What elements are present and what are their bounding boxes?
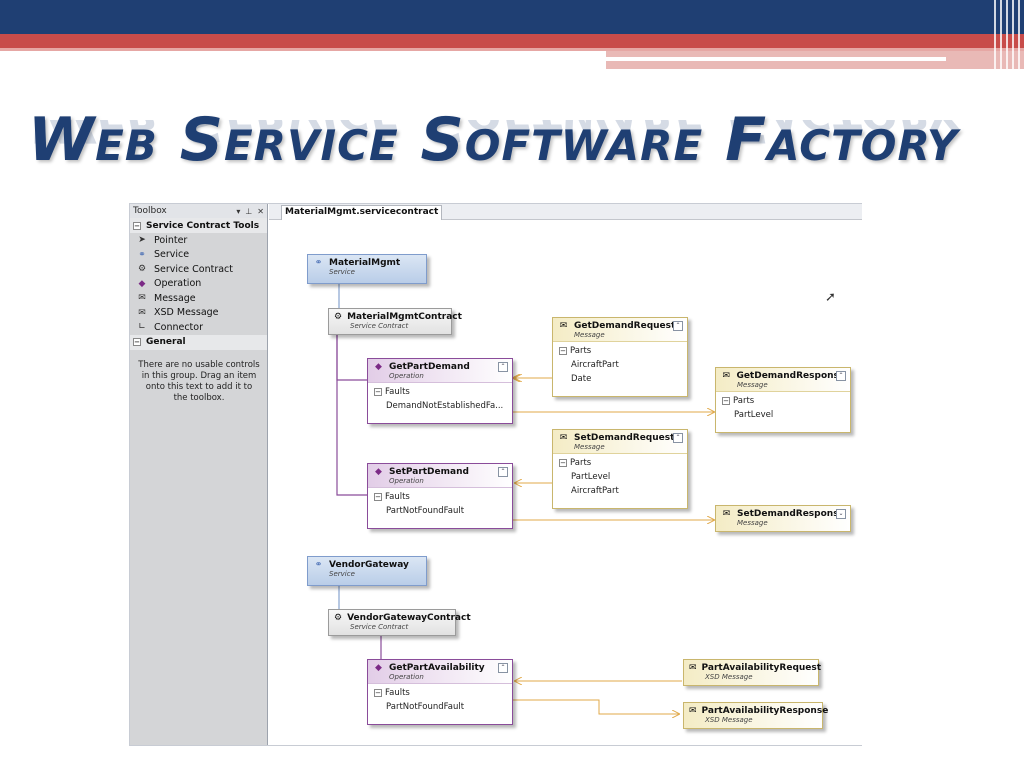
collapse-icon[interactable]: ⌃ — [498, 663, 508, 673]
message-icon: ✉ — [559, 321, 568, 331]
toolbox-section-general[interactable]: − General — [130, 334, 267, 350]
message-shape-setdemandresponse[interactable]: ✉SetDemandResponse Message ⌄ — [715, 505, 851, 532]
group-toggle-icon[interactable]: − — [559, 459, 567, 467]
connector-icon: ∟ — [138, 322, 146, 333]
toolbox-header: Toolbox ▾ ⊥ ✕ — [130, 204, 267, 218]
operation-icon: ◆ — [138, 278, 146, 289]
service-icon: ⚭ — [314, 560, 323, 570]
operation-icon: ◆ — [375, 467, 382, 477]
service-shape-materialmgmt[interactable]: ⚭MaterialMgmt Service — [307, 254, 427, 284]
part-item[interactable]: Date — [571, 374, 592, 384]
group-toggle-icon[interactable]: − — [374, 388, 382, 396]
toolbox-item-service-contract[interactable]: ⚙Service Contract — [137, 263, 233, 275]
operation-icon: ◆ — [375, 663, 382, 673]
toolbox-item-connector[interactable]: ∟Connector — [130, 320, 267, 335]
collapse-icon[interactable]: ⌃ — [498, 467, 508, 477]
message-icon: ✉ — [722, 371, 730, 381]
service-shape-vendorgateway[interactable]: ⚭VendorGateway Service — [307, 556, 427, 586]
toolbox-panel: Toolbox ▾ ⊥ ✕ − Service Contract Tools ➤… — [130, 204, 268, 745]
header-band-blue — [0, 0, 1024, 34]
toolbox-item-operation[interactable]: ◆Operation — [130, 277, 267, 292]
contract-shape-vendorgatewaycontract[interactable]: ⚙VendorGatewayContract Service Contract — [328, 609, 471, 636]
message-icon: ✉ — [722, 509, 731, 519]
part-item[interactable]: AircraftPart — [571, 360, 619, 370]
message-shape-getdemandresponse[interactable]: ✉GetDemandResponse Message ⌃ −Parts Part… — [715, 367, 851, 433]
fault-item[interactable]: DemandNotEstablishedFa... — [386, 401, 504, 411]
pin-icon[interactable]: ⊥ — [245, 206, 253, 216]
part-item[interactable]: PartLevel — [571, 472, 611, 482]
toolbox-item-message[interactable]: ✉Message — [130, 291, 267, 306]
fault-item[interactable]: PartNotFoundFault — [386, 506, 465, 516]
toolbox-item-pointer[interactable]: ➤Pointer — [130, 233, 267, 248]
dropdown-icon[interactable]: ▾ — [236, 206, 241, 216]
collapse-icon[interactable]: − — [133, 338, 141, 346]
operation-shape-setpartdemand[interactable]: ◆SetPartDemand Operation ⌃ −Faults PartN… — [367, 463, 513, 529]
message-icon: ✉ — [559, 433, 568, 443]
message-shape-getdemandrequest[interactable]: ✉GetDemandRequest Message ⌃ −Parts Aircr… — [552, 317, 688, 397]
toolbox-item-service[interactable]: ⚭Service — [130, 248, 267, 263]
contract-icon: ⚙ — [334, 312, 343, 322]
designer-screenshot: Toolbox ▾ ⊥ ✕ − Service Contract Tools ➤… — [129, 203, 862, 746]
slide-title: Web Service Software Factory — [28, 105, 959, 175]
header-band-accent-line — [606, 57, 946, 61]
group-toggle-icon[interactable]: − — [374, 689, 382, 697]
header-band-red — [0, 34, 1024, 48]
part-item[interactable]: AircraftPart — [571, 486, 619, 496]
xsd-message-shape-partavailabilityresponse[interactable]: ✉PartAvailabilityResponse XSD Message — [683, 702, 828, 729]
message-shape-setdemandrequest[interactable]: ✉SetDemandRequest Message ⌃ −Parts PartL… — [552, 429, 688, 509]
header-band-red-light — [0, 48, 1024, 51]
xsd-message-icon: ✉ — [138, 307, 146, 318]
pointer-icon: ➤ — [138, 235, 146, 246]
close-icon[interactable]: ✕ — [257, 206, 264, 216]
xsd-message-icon: ✉ — [689, 706, 697, 716]
xsd-message-icon: ✉ — [689, 663, 697, 673]
slide-title-reflection: Web Service Software Factory — [28, 120, 959, 155]
toolbox-section-service-contract-tools[interactable]: − Service Contract Tools — [130, 218, 267, 233]
service-icon: ⚭ — [314, 258, 323, 268]
collapse-icon[interactable]: ⌃ — [673, 321, 683, 331]
expand-icon[interactable]: ⌄ — [836, 509, 846, 519]
collapse-icon[interactable]: ⌃ — [836, 371, 846, 381]
group-toggle-icon[interactable]: − — [722, 397, 730, 405]
operation-shape-getpartavailability[interactable]: ◆GetPartAvailability Operation ⌃ −Faults… — [367, 659, 513, 725]
group-toggle-icon[interactable]: − — [559, 347, 567, 355]
contract-shape-materialmgmtcontract[interactable]: ⚙MaterialMgmtContract Service Contract — [328, 308, 462, 335]
designer-canvas[interactable]: ⚭MaterialMgmt Service ⚙MaterialMgmtContr… — [269, 220, 862, 745]
operation-icon: ◆ — [375, 362, 382, 372]
tab-materialmgmt-servicecontract[interactable]: MaterialMgmt.servicecontract — [281, 205, 443, 220]
collapse-icon[interactable]: ⌃ — [673, 433, 683, 443]
header-band-lines — [990, 0, 1024, 70]
contract-icon: ⚙ — [137, 264, 147, 275]
service-icon: ⚭ — [138, 249, 146, 260]
toolbox-item-xsd-message[interactable]: ✉XSD Message — [130, 306, 267, 321]
contract-icon: ⚙ — [334, 613, 343, 623]
collapse-icon[interactable]: ⌃ — [498, 362, 508, 372]
mouse-pointer-icon: ➚ — [825, 290, 836, 305]
designer-tabbar: MaterialMgmt.servicecontract — [269, 204, 862, 220]
toolbox-empty-message: There are no usable controls in this gro… — [138, 360, 260, 403]
message-icon: ✉ — [138, 293, 146, 304]
operation-shape-getpartdemand[interactable]: ◆GetPartDemand Operation ⌃ −Faults Deman… — [367, 358, 513, 424]
collapse-icon[interactable]: − — [133, 221, 141, 230]
fault-item[interactable]: PartNotFoundFault — [386, 702, 465, 712]
xsd-message-shape-partavailabilityrequest[interactable]: ✉PartAvailabilityRequest XSD Message — [683, 659, 821, 686]
part-item[interactable]: PartLevel — [734, 410, 774, 420]
toolbox-title: Toolbox — [133, 206, 167, 216]
group-toggle-icon[interactable]: − — [374, 493, 382, 501]
